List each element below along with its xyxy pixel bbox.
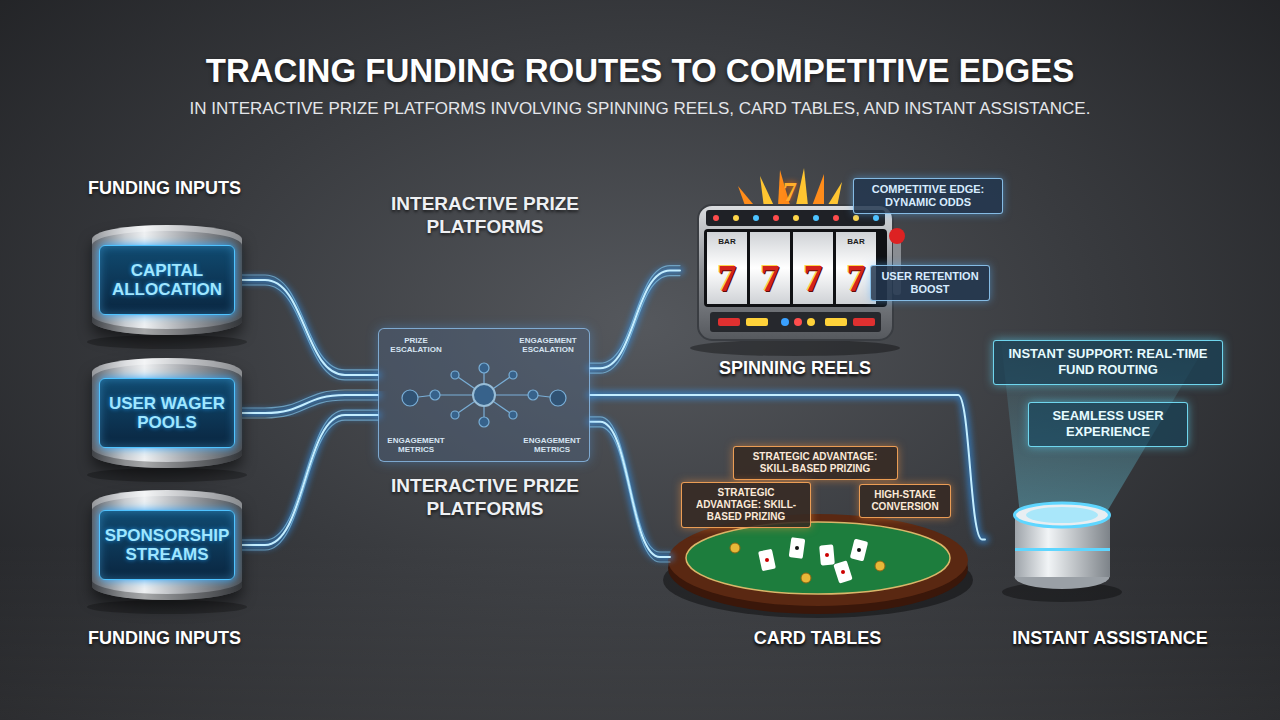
reel-symbol: BAR: [718, 237, 735, 246]
display-screen: SPONSORSHIP STREAMS: [99, 510, 235, 580]
section-label: FUNDING INPUTS: [88, 178, 241, 199]
callout-text: STRATEGIC ADVANTAGE: SKILL-BASED PRIZING: [689, 487, 803, 523]
callout-text: HIGH-STAKE CONVERSION: [867, 489, 943, 513]
display-screen: CAPITAL ALLOCATION: [99, 245, 235, 315]
callout-text: INSTANT SUPPORT: REAL-TIME FUND ROUTING: [1003, 346, 1213, 379]
hub-heading: INTERACTIVE PRIZE PLATFORMS: [375, 475, 595, 521]
cylinder-shadows: [87, 335, 247, 614]
node-label: SPINNING REELS: [680, 358, 910, 379]
reel-symbol: 7: [761, 256, 780, 300]
glow-connector: [590, 417, 670, 562]
hub-metric: PRIZE ESCALATION: [385, 336, 447, 354]
connector-line: [590, 271, 680, 369]
callout-box: COMPETITIVE EDGE: DYNAMIC ODDS: [853, 178, 1003, 214]
screen-text: USER WAGER POOLS: [103, 394, 231, 432]
callout-box: STRATEGIC ADVANTAGE: SKILL-BASED PRIZING: [681, 482, 811, 528]
connector-line: [590, 276, 680, 374]
hologram-callout: SEAMLESS USER EXPERIENCE: [1028, 402, 1188, 447]
hub-heading: INTERACTIVE PRIZE PLATFORMS: [375, 193, 595, 239]
connector-line: [590, 395, 985, 540]
hub-metric: ENGAGEMENT ESCALATION: [513, 336, 583, 354]
callout-text: STRATEGIC ADVANTAGE: SKILL-BASED PRIZING: [741, 451, 890, 475]
connector-line: [242, 280, 378, 375]
connector-line: [590, 422, 670, 557]
hologram-callout: INSTANT SUPPORT: REAL-TIME FUND ROUTING: [993, 340, 1223, 385]
callout-box: HIGH-STAKE CONVERSION: [859, 484, 951, 518]
reel-symbol: 7: [847, 256, 866, 300]
connector-line: [590, 395, 985, 540]
screen-text: SPONSORSHIP STREAMS: [103, 526, 231, 564]
connector-line: [242, 390, 378, 408]
assistance-device: INSTANT ASSISTANCE: [985, 490, 1235, 655]
screen-text: CAPITAL ALLOCATION: [103, 261, 231, 299]
callout-text: COMPETITIVE EDGE: DYNAMIC ODDS: [861, 183, 995, 209]
hub-metric: ENGAGEMENT METRICS: [521, 436, 583, 454]
callout-box: STRATEGIC ADVANTAGE: SKILL-BASED PRIZING: [733, 446, 898, 480]
card-table-art: [663, 514, 973, 618]
display-screen: USER WAGER POOLS: [99, 378, 235, 448]
section-label: FUNDING INPUTS: [88, 628, 241, 649]
connector-line: [590, 417, 670, 552]
reel-symbol: 7: [804, 256, 823, 300]
reel-symbol: BAR: [847, 237, 864, 246]
connector-line: [590, 422, 670, 557]
node-label: CARD TABLES: [670, 628, 965, 649]
connector-line: [590, 266, 680, 364]
connector-line: [242, 415, 378, 545]
connector-line: [590, 271, 680, 369]
title-text: TRACING FUNDING ROUTES TO COMPETITIVE ED…: [0, 52, 1280, 90]
connector-line: [242, 410, 378, 540]
connector-line: [242, 415, 378, 545]
caption-text: IN INTERACTIVE PRIZE PLATFORMS INVOLVING…: [0, 99, 1280, 119]
reel-symbol: 7: [718, 256, 737, 300]
funding-cylinder: SPONSORSHIP STREAMS: [92, 490, 242, 600]
glow-connector: [242, 410, 378, 550]
connector-line: [242, 420, 378, 550]
card-table: CARD TABLES: [670, 515, 965, 655]
hub-metric: ENGAGEMENT METRICS: [385, 436, 447, 454]
funding-cylinder: USER WAGER POOLS: [92, 358, 242, 468]
connector-line: [242, 280, 378, 375]
connector-line: [590, 427, 670, 562]
glow-connector: [590, 395, 985, 540]
reel-symbol: 7: [783, 176, 797, 208]
funding-cylinder: CAPITAL ALLOCATION: [92, 225, 242, 335]
connector-line: [242, 275, 378, 370]
glow-connector: [242, 275, 378, 380]
callout-text: SEAMLESS USER EXPERIENCE: [1038, 408, 1178, 441]
node-label: INSTANT ASSISTANCE: [985, 628, 1235, 649]
platform-hub: INTERACTIVE PRIZE PLATFORMSPRIZE ESCALAT…: [378, 328, 590, 462]
glow-connector: [590, 266, 680, 374]
callout-text: USER RETENTION BOOST: [878, 270, 982, 296]
callout-box: USER RETENTION BOOST: [870, 265, 990, 301]
connector-line: [242, 285, 378, 380]
